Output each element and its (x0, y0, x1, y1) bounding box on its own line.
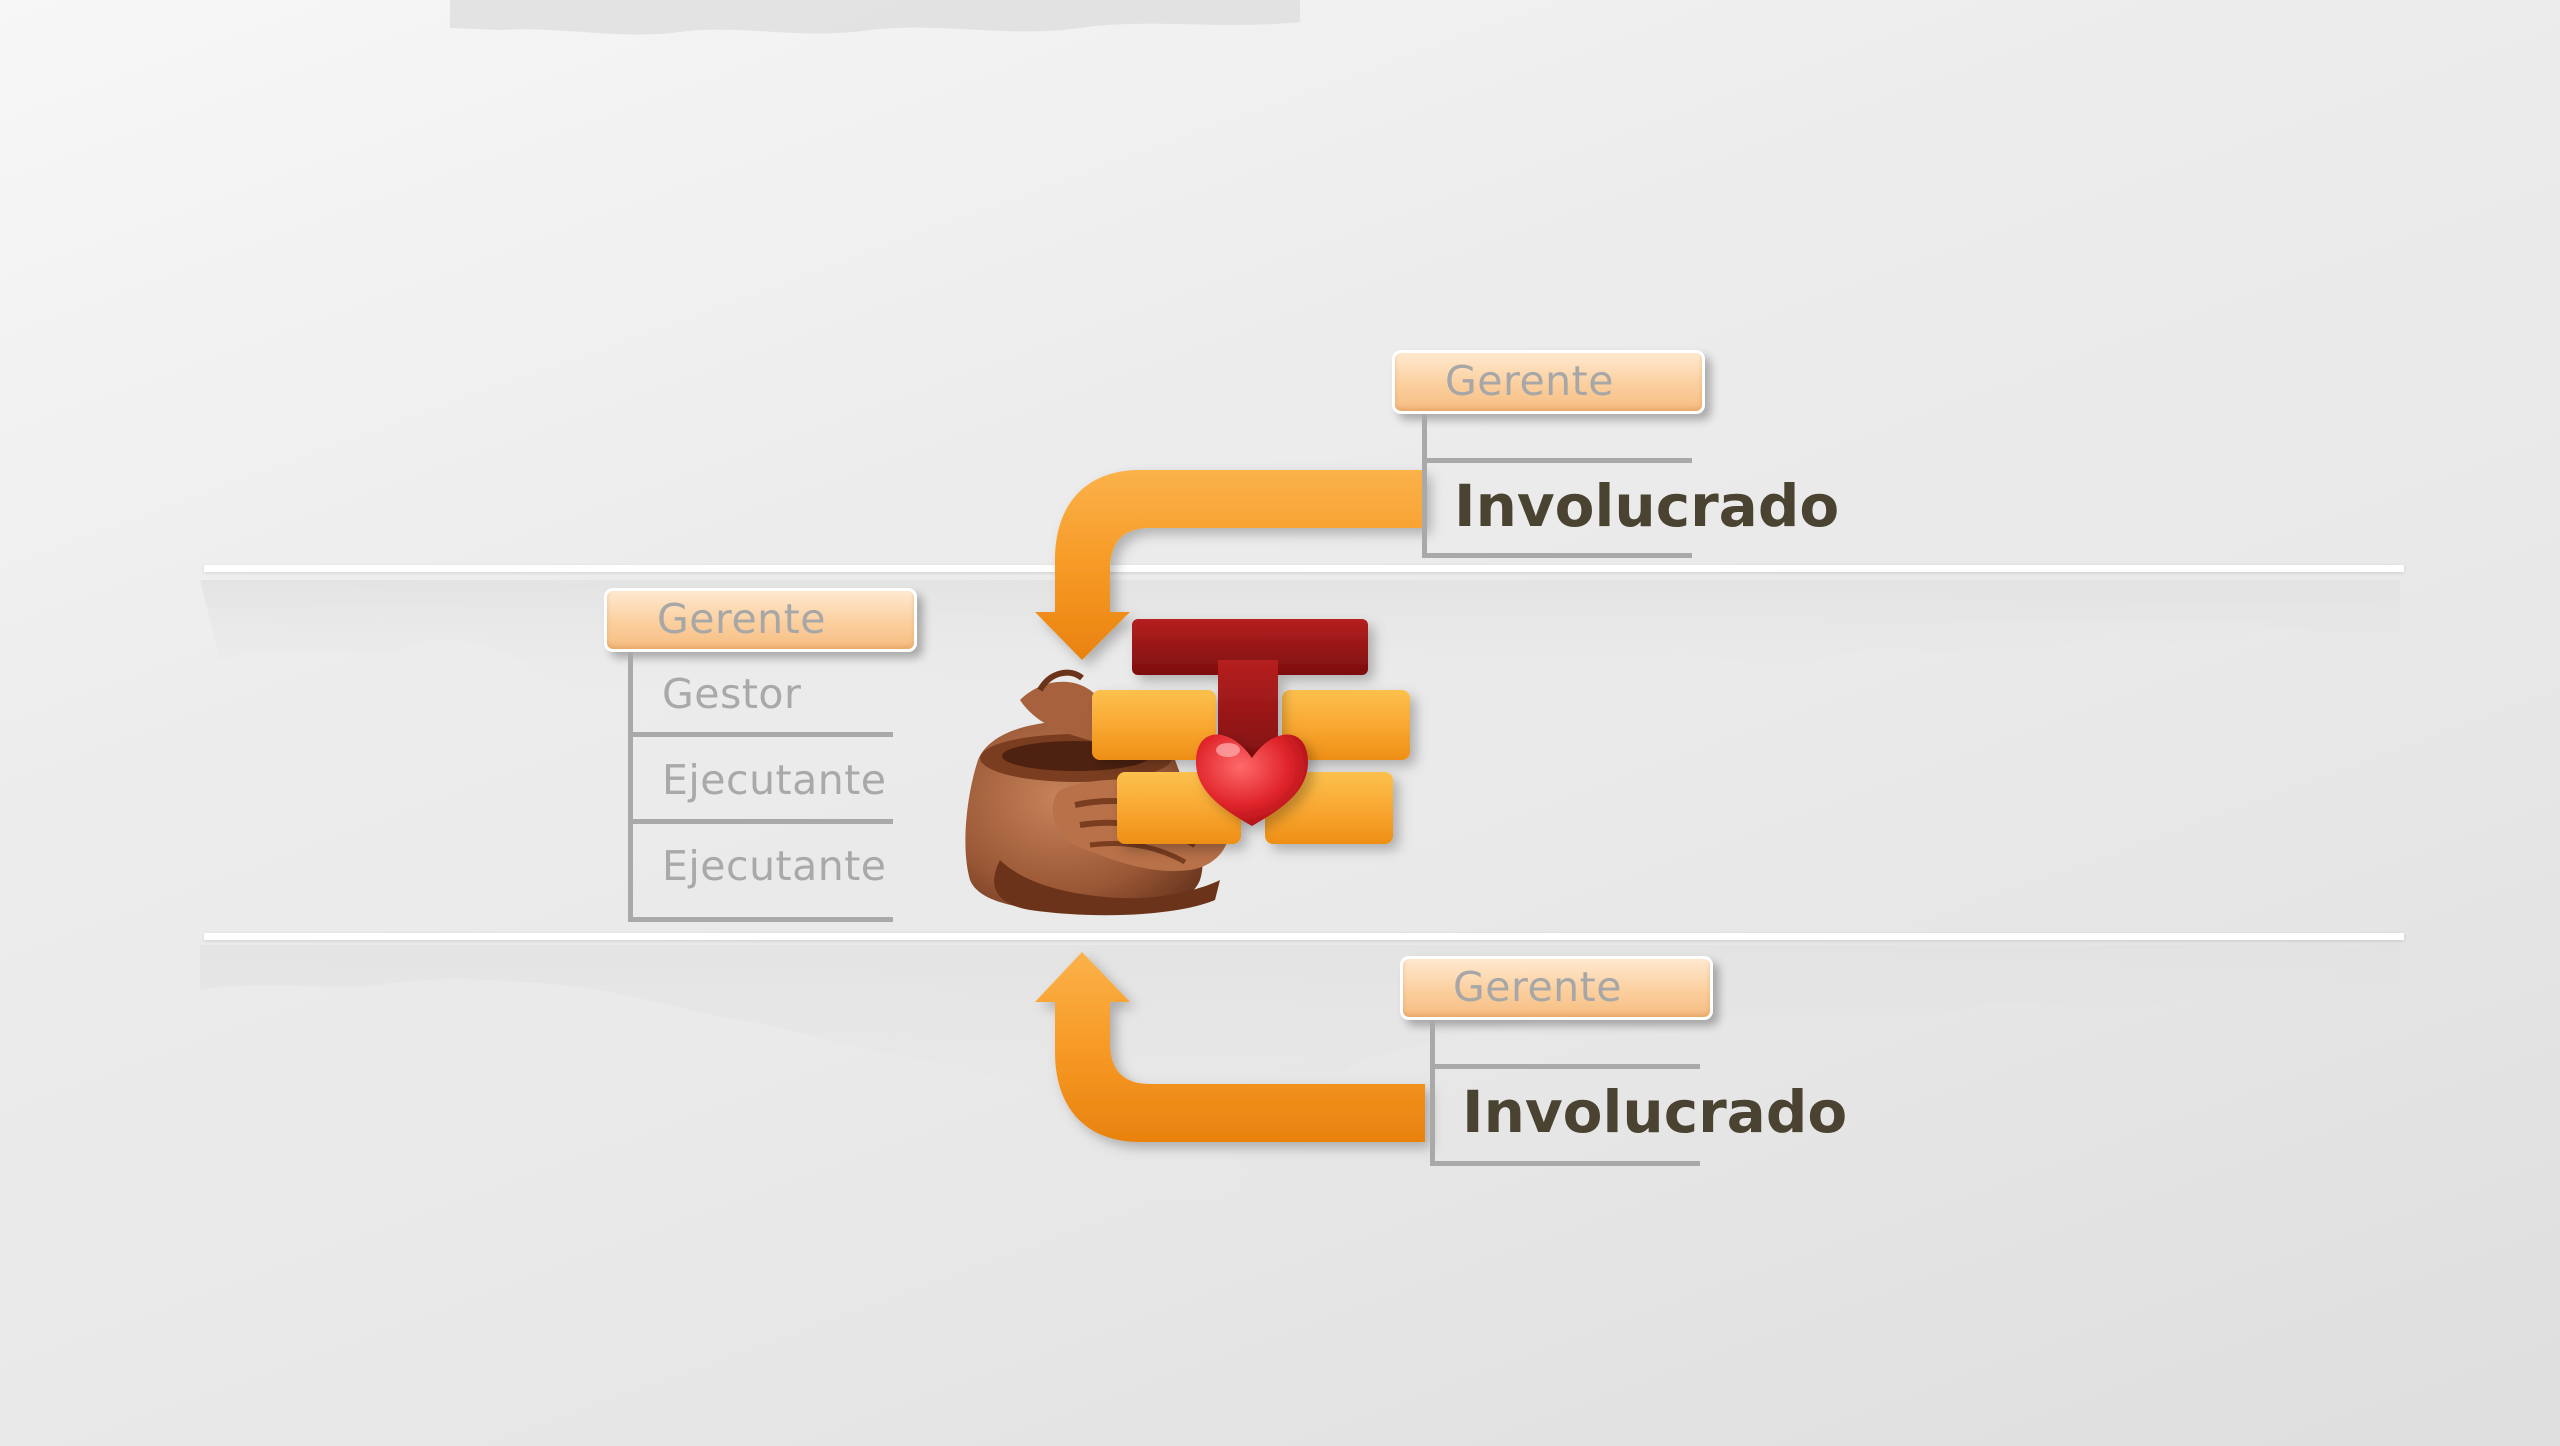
left-subrole-ejecutante-1: Ejecutante (662, 756, 887, 804)
left-tree-divider-1 (628, 732, 893, 737)
top-involvement-label: Involucrado (1454, 472, 1840, 540)
arrow-top-icon (1035, 470, 1425, 660)
bottom-tree-base (1430, 1161, 1700, 1166)
heart-icon (1196, 734, 1308, 826)
bottom-role-label: Gerente (1453, 963, 1622, 1011)
top-tree-divider (1422, 458, 1692, 463)
bottom-role-box: Gerente (1400, 956, 1713, 1020)
left-tree-divider-2 (628, 819, 893, 824)
top-tree-connector (1422, 414, 1427, 558)
band-line-bottom (204, 933, 2404, 940)
left-tree-base (628, 917, 893, 922)
bottom-tree-divider (1430, 1064, 1700, 1069)
top-tree-base (1422, 553, 1692, 558)
bottom-involvement-label: Involucrado (1462, 1078, 1848, 1146)
band-line-top (204, 565, 2404, 572)
left-role-box: Gerente (604, 588, 917, 652)
left-tree-connector (628, 652, 633, 922)
arrow-bottom-icon (1035, 952, 1425, 1142)
left-subrole-gestor: Gestor (662, 670, 802, 718)
bottom-tree-connector (1430, 1020, 1435, 1166)
left-role-label: Gerente (657, 595, 826, 643)
left-subrole-ejecutante-2: Ejecutante (662, 842, 887, 890)
top-role-box: Gerente (1392, 350, 1705, 414)
top-role-label: Gerente (1445, 357, 1614, 405)
